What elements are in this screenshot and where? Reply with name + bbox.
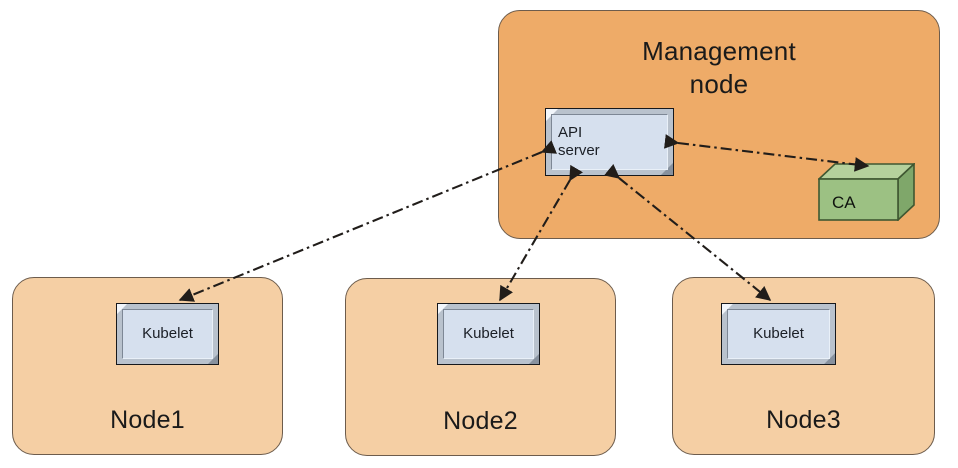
management-node-title: Management node bbox=[642, 36, 796, 99]
kubelet-box-node2[interactable]: Kubelet bbox=[437, 303, 540, 365]
node3-title: Node3 bbox=[766, 406, 841, 434]
api-server-box[interactable]: API server bbox=[545, 108, 674, 176]
node1-title: Node1 bbox=[110, 406, 185, 434]
kubelet-box-node2-inner bbox=[443, 309, 534, 359]
kubelet-label-node2: Kubelet bbox=[463, 325, 514, 342]
kubelet-box-node3-inner bbox=[727, 309, 830, 359]
api-server-label: API server bbox=[558, 124, 600, 159]
kubelet-label-node3: Kubelet bbox=[753, 325, 804, 342]
kubelet-box-node1[interactable]: Kubelet bbox=[116, 303, 219, 365]
ca-label: CA bbox=[832, 193, 856, 212]
kubelet-box-node1-inner bbox=[122, 309, 213, 359]
ca-cuboid[interactable]: CA bbox=[818, 163, 915, 221]
kubelet-box-node3[interactable]: Kubelet bbox=[721, 303, 836, 365]
kubelet-label-node1: Kubelet bbox=[142, 325, 193, 342]
node2-title: Node2 bbox=[443, 407, 518, 435]
